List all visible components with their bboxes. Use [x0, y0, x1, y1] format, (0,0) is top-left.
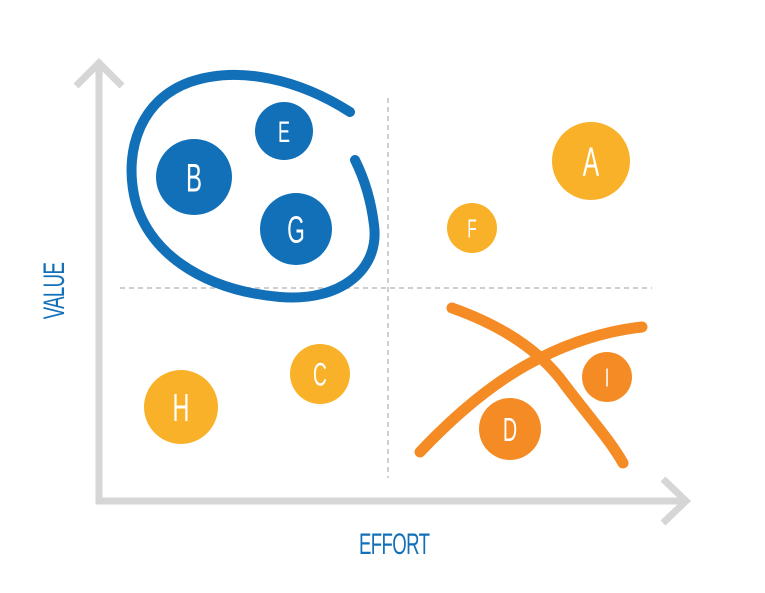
point-label: A	[583, 139, 600, 185]
point-d: D	[479, 398, 541, 460]
point-circle	[144, 370, 218, 444]
y-axis-label: VALUE	[38, 262, 71, 320]
x-axis-arrow-icon	[660, 476, 692, 526]
point-c: C	[290, 344, 350, 404]
point-e: E	[255, 102, 313, 160]
point-circle	[260, 193, 332, 265]
point-label: D	[503, 411, 517, 449]
data-points: A B C D E F G H I	[144, 102, 632, 460]
point-circle	[582, 352, 632, 402]
point-a: A	[552, 122, 630, 200]
point-circle	[479, 398, 541, 460]
point-label: B	[186, 155, 202, 200]
point-f: F	[447, 203, 497, 253]
point-circle	[255, 102, 313, 160]
selection-loop	[126, 69, 380, 303]
point-g: G	[260, 193, 332, 265]
point-i: I	[582, 352, 632, 402]
point-label: F	[467, 214, 477, 243]
point-label: C	[313, 356, 327, 392]
x-axis-label: EFFORT	[359, 528, 430, 561]
point-circle	[290, 344, 350, 404]
point-circle	[552, 122, 630, 200]
cross-out-stroke-2	[414, 321, 648, 458]
point-label: E	[278, 116, 290, 149]
y-axis-arrow-icon	[73, 58, 125, 89]
cross-out-stroke-1	[446, 302, 629, 469]
point-circle	[156, 139, 232, 215]
point-label: G	[287, 209, 305, 251]
axes	[73, 58, 692, 526]
y-axis-line	[95, 60, 688, 505]
point-label: H	[173, 386, 190, 430]
point-b: B	[156, 139, 232, 215]
point-h: H	[144, 370, 218, 444]
point-label: I	[605, 363, 609, 392]
point-circle	[447, 203, 497, 253]
